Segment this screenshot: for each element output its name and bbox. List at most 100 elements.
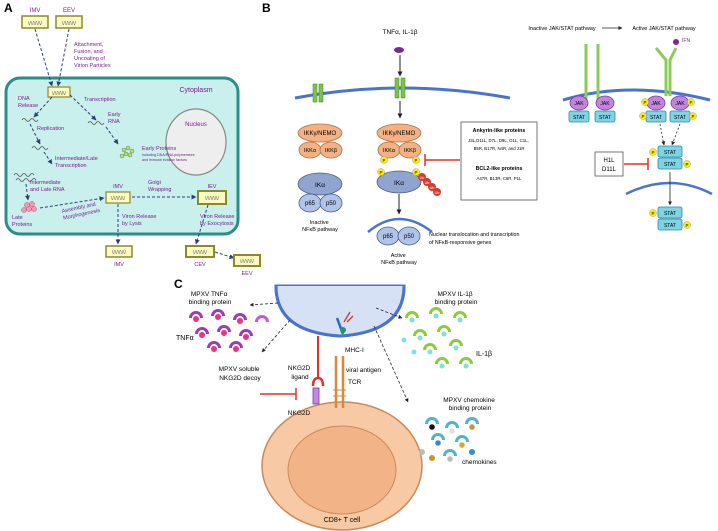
il1b-molecule (411, 349, 417, 355)
stat-dimer-bottom (657, 218, 683, 231)
virion-glyph: \/\/\/\/\/ (111, 196, 126, 202)
phospho-text: P (414, 170, 417, 175)
receptor-active-right (668, 47, 678, 96)
svg-text:Ub: Ub (420, 176, 425, 180)
il1b-molecule (417, 335, 423, 341)
nkg2d-label: NKG2D (288, 410, 311, 417)
early-proteins-cluster (119, 145, 135, 159)
il1b-molecule (439, 363, 445, 369)
p65-text: p65 (305, 201, 316, 207)
ikka-text: IKKα (304, 148, 317, 154)
imv-out-label: IMV (114, 262, 124, 268)
chemokine-molecule (419, 449, 425, 455)
chemokine-binding-protein (445, 421, 459, 428)
tnf-binding-protein (229, 341, 243, 348)
il1b-binding-glyphs (401, 307, 473, 369)
nuclear-membrane (367, 217, 433, 233)
virion-glyph: \/\/\/\/\/ (62, 21, 77, 27)
bcl2-lines: A47R, B13R, C6R, P1L (477, 176, 523, 181)
chemokine-molecule (459, 442, 465, 448)
svg-text:P: P (689, 100, 692, 105)
jak-box (595, 95, 615, 111)
svg-text:Ub: Ub (435, 191, 440, 195)
iev-label: IEV (208, 184, 217, 190)
ikkb-active (398, 141, 422, 159)
dna-squiggle (21, 118, 39, 122)
il1b-binding-protein (413, 329, 427, 336)
virion-glyph: \/\/\/\/\/ (240, 259, 255, 265)
ikka-text: IKKα (383, 148, 396, 154)
il1b-molecule (441, 331, 447, 337)
tnf-alpha-molecule (215, 314, 221, 320)
ikk-nemo-text: IKKγ/NEMO (383, 131, 416, 137)
chemokine-molecule (469, 449, 475, 455)
il1b-molecule (457, 317, 463, 323)
svg-text:H1L: H1L (603, 158, 615, 164)
il1b-binding-protein (429, 307, 443, 314)
chemokine-molecule (469, 424, 475, 430)
il1b-binding-protein (449, 339, 463, 346)
nkg2d-ligand-label: NKG2D ligand (288, 365, 312, 381)
ifn-label: IFN (682, 38, 690, 44)
tnf-binding-glyphs (189, 309, 269, 352)
late-proteins-text: Late Proteins (12, 215, 32, 228)
panel-label-a: A (4, 1, 13, 15)
nkg2d-receptor (312, 387, 320, 405)
svg-text:P: P (643, 100, 646, 105)
stat-dimer-bottom (657, 157, 683, 170)
ika-active (376, 170, 422, 194)
ikk-nemo-inactive (297, 123, 343, 143)
dna-release-text: DNA Release (18, 96, 38, 109)
imv-top-label: IMV (30, 8, 41, 14)
inhibitor-box (460, 121, 538, 201)
receptor-active-left (654, 47, 668, 96)
stat-dimer-top (657, 206, 683, 219)
jak-nuclear-membrane (625, 181, 713, 196)
tnf-alpha-molecule (233, 346, 239, 352)
virion-glyph: \/\/\/\/\/ (52, 91, 67, 97)
chemokine-binding-protein (431, 433, 445, 440)
p50-text: p50 (404, 234, 415, 240)
virion-imv-out (105, 245, 133, 258)
golgi-text: Golgi Wrapping (148, 180, 171, 193)
tnf-binding-protein (207, 341, 221, 348)
tnf-binding-protein (189, 311, 203, 318)
nuclear-translocation-text: Nuclear translocation and transcription … (429, 232, 521, 246)
panel-b-jakstat: Inactive JAK/STAT pathway Active JAK/STA… (528, 26, 713, 231)
tcr-label: TCR (348, 379, 362, 386)
panel-a: \/\/\/\/\/ IMV \/\/\/\/\/ EEV Attachment… (4, 8, 261, 277)
replication-text: Replication (37, 126, 64, 132)
virion-eev-top (55, 15, 83, 29)
svg-text:JAK: JAK (675, 101, 685, 107)
viron-lysis-text: Viron Release by Lysis (122, 214, 158, 227)
phospho-marker (687, 98, 695, 106)
svg-text:P: P (651, 150, 654, 155)
early-rna-squiggle (87, 121, 105, 125)
il1b-molecule (463, 363, 469, 369)
virion-glyph: \/\/\/\/\/ (205, 196, 220, 202)
phospho-marker (649, 209, 657, 217)
chemokine-molecule (449, 428, 455, 434)
receptor-active (394, 77, 406, 99)
svg-text:JAK: JAK (600, 101, 610, 107)
chemokine-binding-protein (465, 417, 479, 424)
ankyrin-title: Ankyrin-like proteins (473, 128, 526, 134)
inactive-jak-label: Inactive JAK/STAT pathway (528, 26, 596, 32)
phospho-marker (683, 221, 691, 229)
svg-text:P: P (685, 162, 688, 167)
inactive-nfkb-text: Inactive NFκB pathway (302, 220, 338, 233)
tnf-binding-protein (217, 325, 231, 332)
receptor-inactive (312, 83, 324, 103)
il1b-molecule (427, 349, 433, 355)
tnf-binding-protein (233, 313, 247, 320)
svg-text:P: P (651, 211, 654, 216)
ika-inactive (297, 172, 343, 196)
phospho-text: P (382, 158, 385, 163)
virion-glyph: \/\/\/\/\/ (28, 21, 43, 27)
chemokine-molecule (429, 455, 435, 461)
panel-c: MHC-I MPXV TNFα binding protein TNFα NKG… (176, 284, 497, 531)
tnf-alpha-molecule (211, 346, 217, 352)
tnf-binding-protein (211, 309, 225, 316)
il1b-molecule (409, 317, 415, 323)
